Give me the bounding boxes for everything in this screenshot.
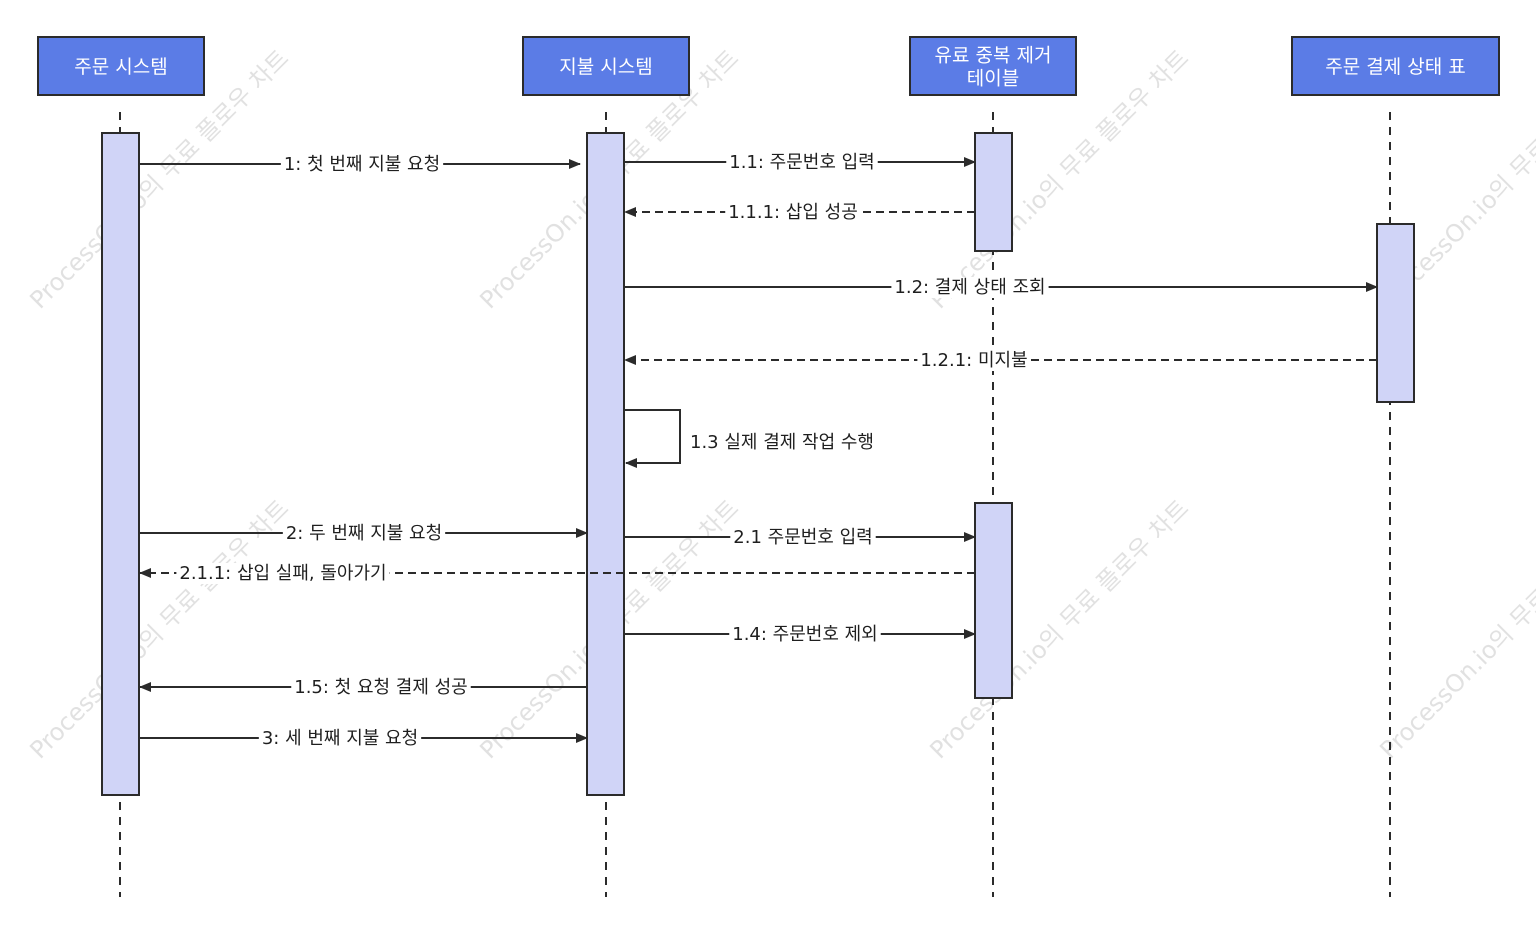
watermark-text: ProcessOn.io의 무료 플로우 차트 xyxy=(924,494,1194,764)
message-label-background xyxy=(258,728,422,749)
message-label: 2: 두 번째 지불 요청 xyxy=(286,523,442,544)
message: 3: 세 번째 지불 요청 xyxy=(139,728,588,749)
participant-box xyxy=(37,36,205,96)
activation-bar-p2 xyxy=(586,132,625,796)
message-label: 1.1.1: 삽입 성공 xyxy=(728,202,858,223)
participant-p2: 지불 시스템 xyxy=(522,36,690,96)
message-label: 1.3 실제 결제 작업 수행 xyxy=(690,432,874,453)
message-label: 1.2: 결제 상태 조회 xyxy=(894,277,1045,298)
message-label: 1.4: 주문번호 제외 xyxy=(732,624,878,645)
participant-label: 유료 중복 제거 xyxy=(935,45,1052,67)
message: 2.1.1: 삽입 실패, 돌아가기 xyxy=(139,563,975,584)
participant-p4: 주문 결제 상태 표 xyxy=(1291,36,1500,96)
participant-label: 테이블 xyxy=(967,68,1019,90)
message-label: 2.1.1: 삽입 실패, 돌아가기 xyxy=(179,563,386,584)
message-label-background xyxy=(891,277,1049,298)
message-label-background xyxy=(282,523,446,544)
participant-box xyxy=(909,36,1077,96)
message: 1.1: 주문번호 입력 xyxy=(624,152,976,173)
message: 1.5: 첫 요청 결제 성공 xyxy=(139,677,587,698)
messages: 1: 첫 번째 지불 요청 1.1: 주문번호 입력 1.1.1: 삽입 성공 1.2… xyxy=(139,152,1378,749)
participant-label: 지불 시스템 xyxy=(559,56,652,78)
participant-label: 주문 시스템 xyxy=(74,56,167,78)
message: 2: 두 번째 지불 요청 xyxy=(139,523,588,544)
lifelines xyxy=(119,112,1391,897)
message-label: 1.1: 주문번호 입력 xyxy=(729,152,875,173)
activation-bar-p4 xyxy=(1376,223,1415,403)
message: 1: 첫 번째 지불 요청 xyxy=(139,154,581,175)
message-label-background xyxy=(917,350,1031,371)
activation-bars xyxy=(101,132,1415,796)
message: 1.2.1: 미지불 xyxy=(624,350,1377,371)
participant-p1: 주문 시스템 xyxy=(37,36,205,96)
message-label-background xyxy=(291,677,471,698)
message-label-background xyxy=(280,154,444,175)
message-label: 3: 세 번째 지불 요청 xyxy=(262,728,418,749)
activation-bar-p3 xyxy=(974,502,1013,699)
message: 1.3 실제 결제 작업 수행 xyxy=(624,409,874,468)
message-label: 2.1 주문번호 입력 xyxy=(733,527,872,548)
message: 1.1.1: 삽입 성공 xyxy=(624,202,975,223)
activation-bar-p1 xyxy=(101,132,140,796)
message-label: 1.5: 첫 요청 결제 성공 xyxy=(294,677,468,698)
participant-box xyxy=(1291,36,1500,96)
message-label-background xyxy=(729,624,881,645)
watermark-text: ProcessOn.io의 무료 플로우 차트 xyxy=(24,494,294,764)
watermark-text: ProcessOn.io의 무료 플로우 차트 xyxy=(1374,494,1536,764)
message-label: 1: 첫 번째 지불 요청 xyxy=(284,154,440,175)
message: 1.4: 주문번호 제외 xyxy=(624,624,976,645)
participant-box xyxy=(522,36,690,96)
message-label-background xyxy=(730,527,876,548)
message-label-background xyxy=(726,152,878,173)
message-label: 1.2.1: 미지불 xyxy=(920,350,1027,371)
participant-label: 주문 결제 상태 표 xyxy=(1325,56,1465,78)
message-label-background xyxy=(725,202,861,223)
message: 1.2: 결제 상태 조회 xyxy=(624,277,1378,298)
activation-bar-p3 xyxy=(974,132,1013,252)
message-self-arrow xyxy=(624,409,681,468)
message: 2.1 주문번호 입력 xyxy=(624,527,976,548)
message-label-background xyxy=(176,563,390,584)
